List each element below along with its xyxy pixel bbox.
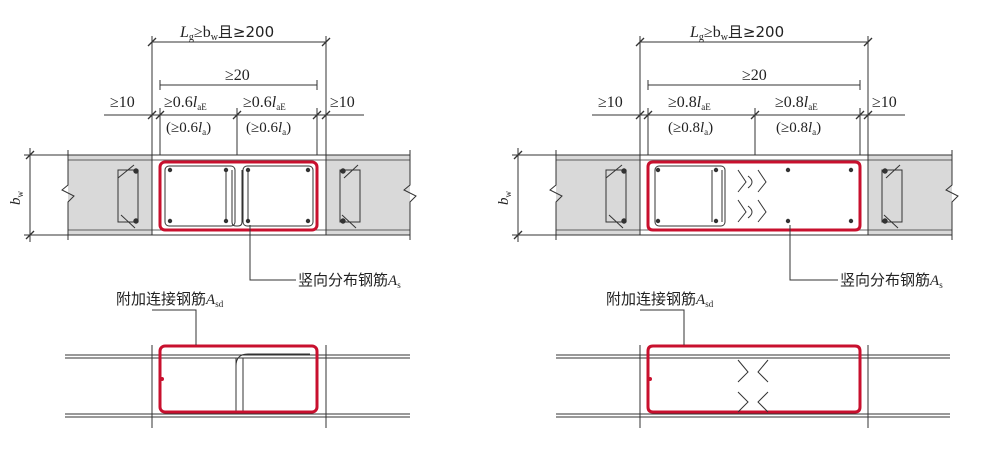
left-bw-label: bw bbox=[8, 191, 25, 206]
left-wall-section bbox=[24, 148, 417, 242]
left-detail bbox=[24, 36, 417, 428]
left-ge10-right-label: ≥10 bbox=[330, 94, 355, 111]
right-labels: Lg≥bw且≥200 ≥20 ≥10 ≥10 ≥0.8laE ≥0.8laE (… bbox=[496, 23, 943, 309]
right-seg1-label: ≥0.8laE bbox=[668, 94, 711, 112]
right-seg2-label: ≥0.8laE bbox=[775, 94, 818, 112]
left-dimension-lines bbox=[104, 36, 364, 158]
left-top-dimension-label: Lg≥bw且≥200 bbox=[179, 23, 274, 43]
right-seg1p-label: (≥0.8la) bbox=[668, 120, 713, 137]
right-rebar-dots bbox=[655, 167, 854, 224]
left-ge20-label: ≥20 bbox=[225, 67, 250, 84]
right-additional-bar-label: 附加连接钢筋Asd bbox=[606, 290, 714, 309]
left-vertical-bar-label: 竖向分布钢筋As bbox=[298, 271, 401, 290]
left-seg1p-label: (≥0.6la) bbox=[166, 120, 211, 137]
right-detail bbox=[512, 36, 959, 428]
right-bw-label: bw bbox=[496, 191, 513, 206]
left-additional-bars bbox=[158, 160, 319, 232]
left-seg2-label: ≥0.6laE bbox=[243, 94, 286, 112]
right-ge10-left-label: ≥10 bbox=[598, 94, 623, 111]
right-ge20-label: ≥20 bbox=[742, 67, 767, 84]
right-seg2p-label: (≥0.8la) bbox=[776, 120, 821, 137]
right-additional-bars bbox=[646, 160, 862, 232]
left-ge10-left-label: ≥10 bbox=[110, 94, 135, 111]
left-rebar-dots bbox=[167, 167, 311, 224]
left-seg2p-label: (≥0.6la) bbox=[246, 120, 291, 137]
left-connecting-bars bbox=[164, 165, 314, 227]
left-labels: Lg≥bw且≥200 ≥20 ≥10 ≥10 ≥0.6laE ≥0.6laE (… bbox=[8, 23, 401, 309]
right-top-dimension-label: Lg≥bw且≥200 bbox=[689, 23, 784, 43]
right-vertical-bar-label: 竖向分布钢筋As bbox=[840, 271, 943, 290]
left-bottom-view bbox=[65, 309, 410, 428]
right-ge10-right-label: ≥10 bbox=[872, 94, 897, 111]
left-seg1-label: ≥0.6laE bbox=[164, 94, 207, 112]
right-connecting-bars bbox=[654, 165, 767, 227]
right-wall-section bbox=[512, 148, 959, 242]
left-additional-bar-label: 附加连接钢筋Asd bbox=[116, 290, 224, 309]
right-bottom-view bbox=[556, 309, 950, 428]
right-dimension-lines bbox=[592, 36, 905, 158]
